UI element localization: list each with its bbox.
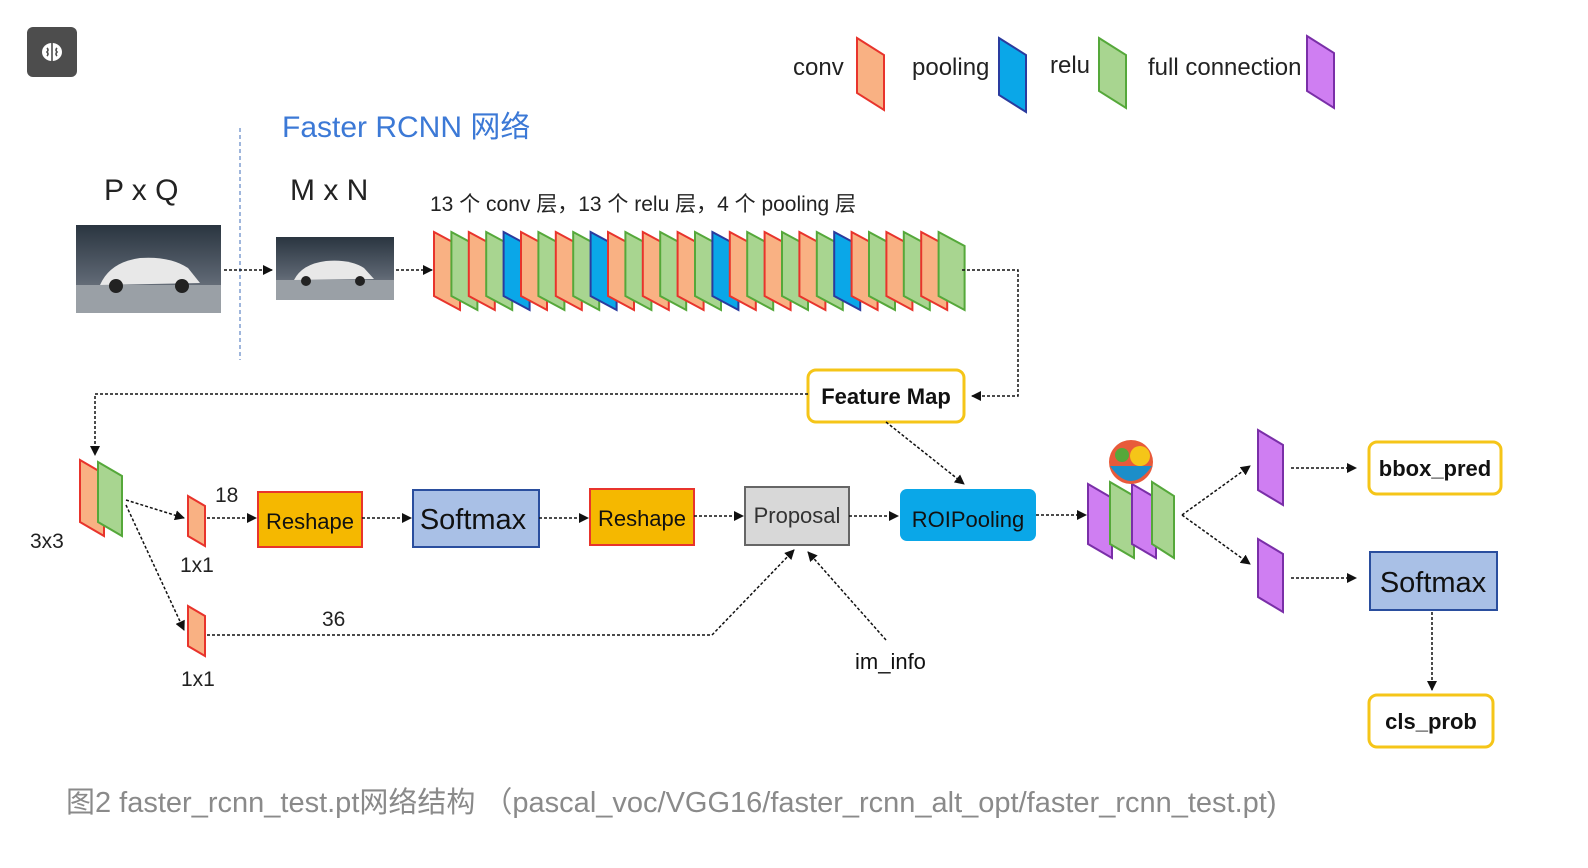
softmax1-label: Softmax — [420, 504, 527, 536]
fc6-layer — [1087, 482, 1113, 560]
resized-image — [276, 237, 394, 300]
arrow-rpn-to-cls — [125, 499, 185, 521]
rpn-reg-conv1x1 — [187, 604, 206, 658]
reg-channels-label: 36 — [322, 608, 345, 631]
legend-relu-swatch — [1098, 36, 1127, 110]
fc7-layer — [1131, 482, 1157, 560]
diagram-title: Faster RCNN 网络 — [282, 111, 530, 144]
relu6-layer — [1109, 480, 1135, 560]
legend-pooling-label: pooling — [912, 54, 989, 81]
reshape1-label: Reshape — [266, 509, 354, 534]
arrow-backbone-to-featuremap — [962, 269, 1019, 401]
reshape2-box — [589, 488, 695, 546]
backbone-label: 13 个 conv 层，13 个 relu 层，4 个 pooling 层 — [430, 193, 856, 216]
bowl-icon — [1109, 440, 1153, 484]
resized-size-label: M x N — [290, 174, 368, 207]
cls-channels-label: 18 — [215, 484, 238, 507]
bbox-pred-label: bbox_pred — [1379, 456, 1491, 481]
arrow-featuremap-to-roipool — [885, 421, 965, 485]
conv1x1-cls-label: 1x1 — [180, 554, 214, 577]
feature-map-label: Feature Map — [821, 384, 951, 409]
legend: conv pooling relu full connection — [793, 34, 1335, 114]
legend-pooling-swatch — [998, 36, 1027, 114]
figure-caption: 图2 faster_rcnn_test.pt网络结构 （pascal_voc/V… — [66, 786, 1277, 819]
legend-conv-swatch — [856, 36, 885, 112]
conv3x3-label: 3x3 — [30, 530, 64, 553]
arrow-reg-to-proposal — [207, 549, 795, 636]
input-image — [76, 225, 221, 313]
legend-fc-label: full connection — [1148, 54, 1301, 81]
arrow-fc-to-cls-fc — [1181, 514, 1251, 565]
roipooling-label: ROIPooling — [912, 507, 1025, 532]
arrow-featuremap-to-rpn — [90, 393, 808, 456]
proposal-box — [744, 486, 850, 546]
legend-fc-swatch — [1306, 34, 1335, 110]
conv1x1-reg-label: 1x1 — [181, 668, 215, 691]
cls-prob-label: cls_prob — [1385, 709, 1477, 734]
backbone-relu-layer — [937, 230, 966, 312]
cls-prob-box — [1367, 693, 1495, 749]
proposal-label: Proposal — [754, 503, 841, 528]
fc-stack — [1087, 480, 1175, 560]
relu7-layer — [1151, 480, 1175, 560]
reshape2-label: Reshape — [598, 506, 686, 531]
legend-conv-label: conv — [793, 54, 844, 81]
brain-icon — [42, 43, 62, 61]
bbox-fc-layer — [1257, 428, 1284, 507]
vgg16-backbone — [433, 230, 966, 312]
legend-relu-label: relu — [1050, 52, 1090, 79]
cls-fc-layer — [1257, 537, 1284, 614]
roipooling-box — [900, 489, 1036, 541]
arrow-rpn-to-reg — [125, 504, 185, 631]
im-info-label: im_info — [855, 649, 926, 674]
app-menu-button[interactable] — [27, 27, 77, 77]
input-size-label: P x Q — [104, 174, 178, 207]
softmax2-label: Softmax — [1380, 567, 1487, 599]
rpn-relu-layer — [97, 460, 123, 538]
bbox-pred-box — [1367, 440, 1503, 496]
rpn-cls-conv1x1 — [187, 494, 206, 548]
arrow-fc-to-bbox-fc — [1181, 465, 1251, 516]
softmax2-box — [1369, 551, 1498, 611]
arrow-iminfo-to-proposal — [807, 551, 887, 641]
softmax1-box — [412, 489, 540, 548]
reshape1-box — [257, 491, 363, 548]
